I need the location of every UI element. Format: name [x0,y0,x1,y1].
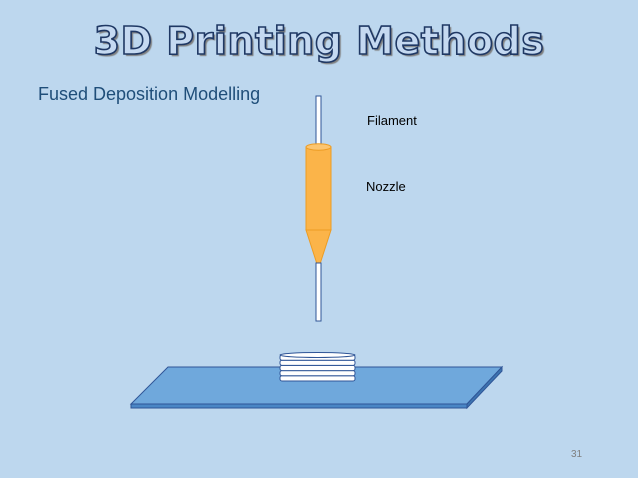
printed-object [279,352,356,382]
platform-side-edge [466,365,503,410]
filament-bottom [315,262,322,322]
nozzle-body [305,146,332,231]
nozzle [305,143,332,265]
printed-layer [279,375,356,382]
build-platform [129,365,504,410]
page-number: 31 [571,449,583,460]
platform-front-edge [130,403,468,409]
nozzle-tip [305,229,332,265]
printed-layer [279,370,356,377]
nozzle-top-cap [305,143,332,151]
slide-subtitle: Fused Deposition Modelling [38,84,261,104]
filament-label: Filament [367,113,417,128]
slide-title: 3D Printing Methods [93,18,545,64]
printed-layer-top [279,352,356,358]
printed-layer [279,359,356,366]
filament-top [315,95,322,145]
printed-layer [279,364,356,372]
nozzle-label: Nozzle [366,179,406,194]
